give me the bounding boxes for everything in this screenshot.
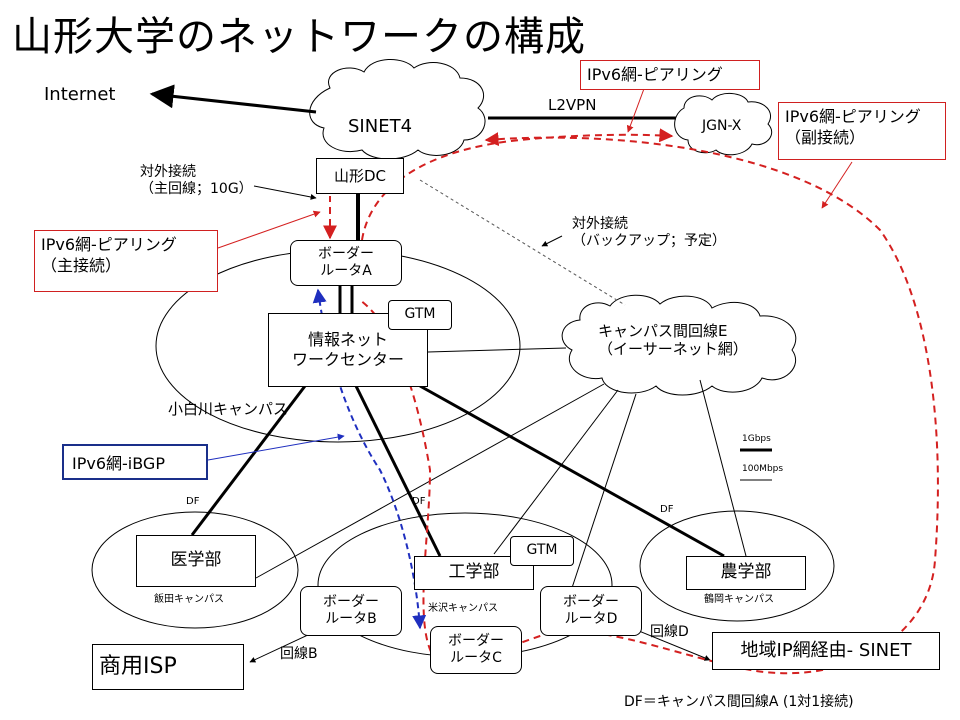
yamagata-dc-node: 山形DC: [316, 158, 404, 194]
ibgp-callout: IPv6網-iBGP: [62, 444, 208, 480]
border-router-c-node: ボーダー ルータC: [430, 626, 522, 674]
legend-100mbps-label: 100Mbps: [742, 464, 784, 474]
regional-ip-node: 地域IP網経由- SINET: [712, 632, 940, 670]
commercial-isp-node: 商用ISP: [92, 644, 244, 690]
peering-path-main: [330, 135, 672, 240]
df-label-1: DF: [186, 496, 200, 507]
border-router-b-node: ボーダー ルータB: [300, 586, 402, 636]
tsuruoka-campus-label: 鶴岡キャンパス: [704, 594, 774, 605]
campus-line-e-label: キャンパス間回線E （イーサーネット網）: [598, 322, 748, 358]
line-b-label: 回線B: [280, 646, 318, 662]
gtm-eng-badge: GTM: [510, 536, 574, 566]
df-label-2: DF: [412, 496, 426, 507]
footnote: DF＝キャンパス間回線A (1対1接続): [624, 694, 854, 710]
gtm-main-badge: GTM: [388, 300, 452, 330]
peering-path-secondary: [359, 132, 939, 675]
df-label-3: DF: [660, 504, 674, 515]
campus-line-e-cloud: [561, 294, 797, 396]
border-router-a-node: ボーダー ルータA: [290, 240, 402, 286]
campus-iida-ellipse: [91, 511, 299, 629]
jgn-cloud: [674, 93, 773, 156]
agriculture-node: 農学部: [686, 556, 806, 590]
medical-node: 医学部: [136, 535, 256, 587]
jgn-label: JGN-X: [702, 118, 742, 134]
peering-callout-top: IPv6網-ピアリング: [580, 60, 760, 90]
external-main-label: 対外接続 （主回線；10G）: [140, 164, 253, 197]
sinet-label: SINET4: [348, 116, 413, 137]
peering-callout-secondary: IPv6網-ピアリング （副接続）: [778, 102, 946, 160]
engineering-node: 工学部: [414, 556, 534, 590]
line-d-label: 回線D: [650, 624, 689, 640]
legend-1gbps-label: 1Gbps: [742, 434, 771, 444]
kojirakawa-campus-label: 小白川キャンパス: [168, 400, 289, 418]
campus-tsuruoka-ellipse: [639, 510, 835, 622]
iida-campus-label: 飯田キャンパス: [154, 594, 224, 605]
l2vpn-label: L2VPN: [548, 96, 597, 114]
peering-callout-primary: IPv6網-ピアリング （主接続）: [34, 230, 218, 292]
border-router-d-node: ボーダー ルータD: [540, 586, 642, 636]
sinet-cloud: [309, 58, 486, 160]
external-backup-label: 対外接続 （バックアップ；予定）: [572, 216, 726, 249]
internet-label: Internet: [44, 84, 116, 105]
yonezawa-campus-label: 米沢キャンパス: [428, 603, 498, 614]
page-title: 山形大学のネットワークの構成: [12, 14, 586, 60]
